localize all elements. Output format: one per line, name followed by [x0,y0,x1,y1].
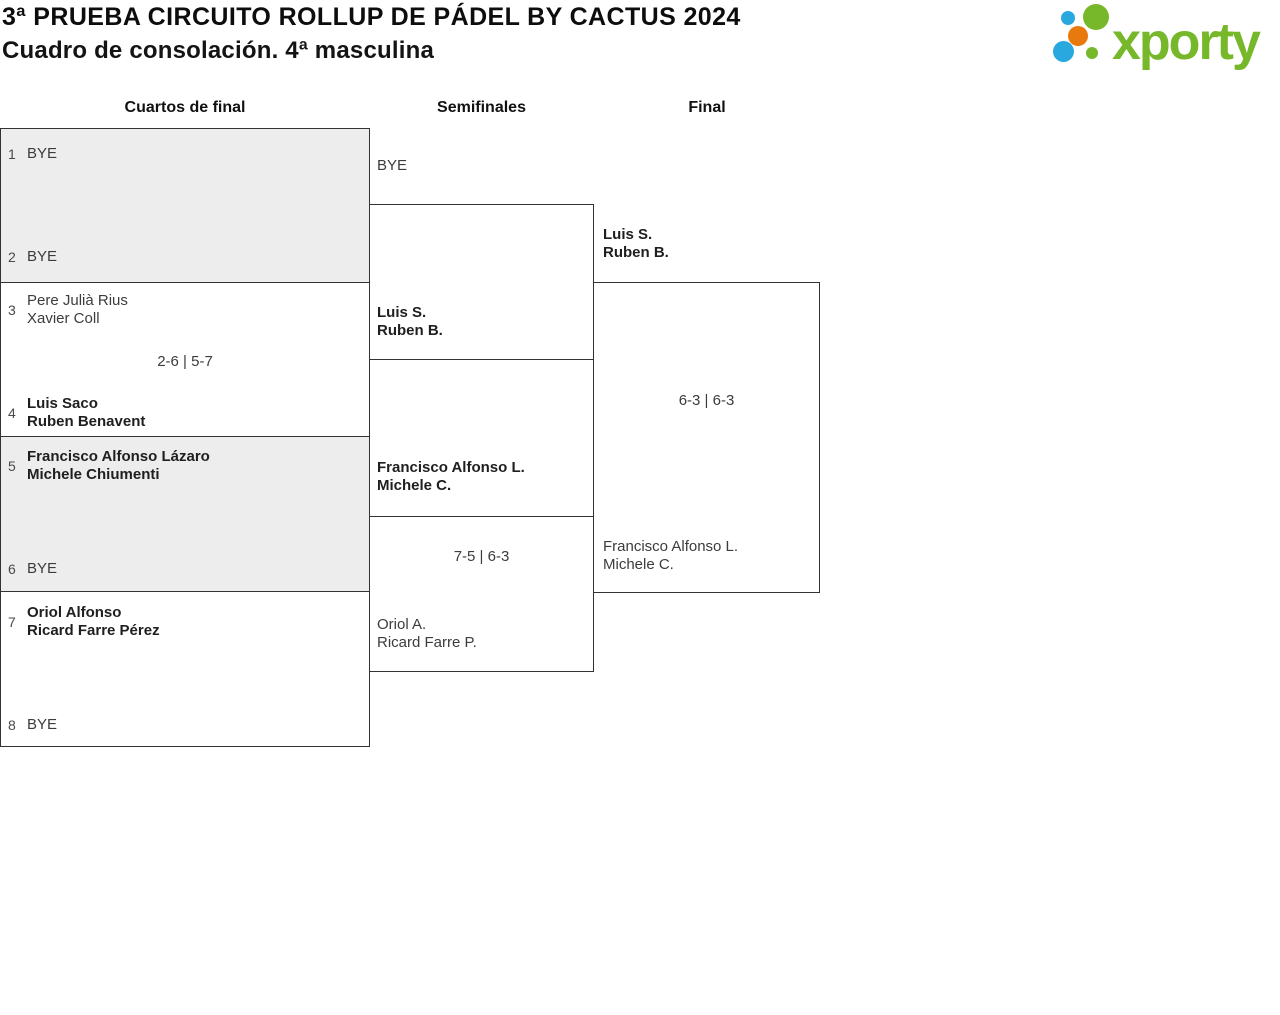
participant-name: BYE [27,560,57,578]
quarterfinals-column [0,128,370,747]
match-score: 7-5 | 6-3 [453,548,510,565]
participant-line: Oriol A. [377,616,427,633]
participant-line: Luis S. [603,226,653,243]
participant-line: Luis Saco [27,395,98,412]
match-box-qf3 [1,437,369,592]
participant-name: BYE [27,716,57,734]
participant-line: BYE [27,716,58,733]
participant-name: Oriol Alfonso Ricard Farre Pérez [27,604,160,640]
logo-dot-blue-big-icon [1053,41,1074,62]
participant-name: BYE [27,248,57,266]
participant-line: Francisco Alfonso L. [377,459,525,476]
match-box-final [593,282,820,593]
seed-number: 2 [8,249,16,265]
logo-dot-blue-small-icon [1061,11,1075,25]
logo-wordmark: xporty [1112,13,1261,71]
seed-number: 6 [8,561,16,577]
page-title: 3ª PRUEBA CIRCUITO ROLLUP DE PÁDEL BY CA… [2,3,741,31]
match-score: 6-3 | 6-3 [678,392,735,409]
logo-dot-green-big-icon [1083,4,1109,30]
xporty-logo[interactable]: xporty [1050,2,1278,74]
logo-dot-orange-icon [1068,26,1088,46]
round-header-semifinals: Semifinales [437,99,526,116]
participant-line: Ruben B. [603,244,669,261]
participant-line: Francisco Alfonso Lázaro [27,448,210,465]
seed-number: 4 [8,405,16,421]
seed-number: 3 [8,302,16,318]
participant-line: Ricard Farre P. [377,634,477,651]
participant-line: Ricard Farre Pérez [27,622,160,639]
participant-line: BYE [377,157,408,174]
participant-line: Ruben Benavent [27,413,146,430]
participant-line: BYE [27,248,58,265]
match-score: 2-6 | 5-7 [157,353,213,370]
advancing-team: Francisco Alfonso L. Michele C. [377,459,525,495]
participant-line: Ruben B. [377,322,443,339]
participant-line: Michele Chiumenti [27,466,160,483]
seed-number: 8 [8,717,16,733]
match-box-qf1 [1,129,369,283]
participant-line: Xavier Coll [27,310,100,327]
participant-line: Michele C. [377,477,452,494]
advancing-team: Oriol A. Ricard Farre P. [377,616,477,652]
advancing-team: Luis S. Ruben B. [603,226,669,262]
participant-name: Luis Saco Ruben Benavent [27,395,145,431]
participant-line: Michele C. [603,556,674,573]
participant-line: Francisco Alfonso L. [603,538,739,555]
round-header-quarterfinals: Cuartos de final [124,99,246,116]
participant-line: Oriol Alfonso [27,604,122,621]
participant-name: Pere Julià Rius Xavier Coll [27,292,128,328]
advancing-team: Luis S. Ruben B. [377,304,443,340]
participant-line: BYE [27,145,58,162]
match-box-qf4 [1,592,369,746]
participant-line: BYE [27,560,58,577]
logo-dot-green-small-icon [1086,47,1098,59]
seed-number: 1 [8,146,16,162]
page-subtitle: Cuadro de consolación. 4ª masculina [2,37,434,64]
participant-line: Luis S. [377,304,427,321]
round-header-final: Final [688,99,726,116]
match-box-qf2 [1,283,369,437]
participant-name: Francisco Alfonso Lázaro Michele Chiumen… [27,448,210,484]
advancing-team: Francisco Alfonso L. Michele C. [603,538,738,574]
seed-number: 7 [8,614,16,630]
advancing-team: BYE [377,157,407,175]
match-box-sf2 [369,516,594,672]
seed-number: 5 [8,458,16,474]
participant-name: BYE [27,145,57,163]
participant-line: Pere Julià Rius [27,292,128,309]
